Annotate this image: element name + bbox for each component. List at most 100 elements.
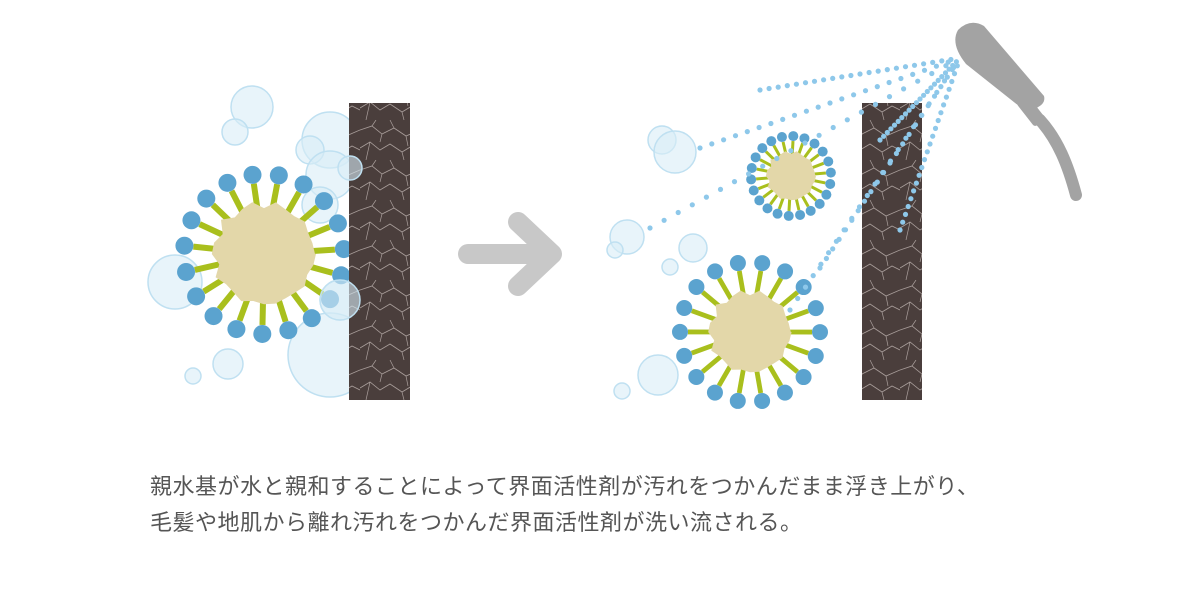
spray-dot <box>949 78 955 85</box>
spray-dot <box>856 204 863 210</box>
spray-dot <box>810 273 816 279</box>
hydrophilic-head <box>762 203 773 214</box>
water-spray-icon <box>647 56 960 313</box>
spray-dot <box>864 192 870 199</box>
hydrophilic-head <box>707 263 724 280</box>
hydrophilic-head <box>823 156 834 167</box>
hydrophilic-head <box>807 300 824 317</box>
spray-dot <box>917 96 923 102</box>
spray-dot <box>911 124 917 130</box>
hydrophilic-head <box>187 287 206 306</box>
spray-dot <box>926 101 932 107</box>
spray-dot <box>905 203 911 210</box>
spray-dot <box>818 261 824 267</box>
hydrophilic-head <box>177 262 196 281</box>
spray-dot <box>830 246 836 252</box>
spray-dot <box>827 100 833 106</box>
water-bubble-icon <box>212 348 244 380</box>
spray-dot <box>886 94 893 100</box>
spray-dot <box>760 163 766 169</box>
spray-dot <box>913 180 920 186</box>
water-bubble-icon <box>637 354 679 396</box>
hydrophilic-head <box>795 209 806 220</box>
spray-dot <box>906 131 912 137</box>
spray-dot <box>851 92 857 98</box>
spray-dot <box>788 148 794 154</box>
micelle-large <box>672 255 828 409</box>
spray-dot <box>732 133 739 139</box>
hydrophilic-head <box>776 384 793 401</box>
spray-dot <box>910 71 916 77</box>
spray-dot <box>942 70 949 76</box>
hydrophilic-head <box>825 167 836 178</box>
spray-dot <box>913 100 920 106</box>
hair-strand-icon <box>349 103 410 400</box>
spray-dot <box>927 141 933 147</box>
hydrophilic-head <box>688 368 705 385</box>
spray-dot <box>929 70 935 77</box>
hydrophilic-head <box>706 384 723 401</box>
hydrophilic-head <box>825 178 836 189</box>
spray-dot <box>868 189 874 195</box>
spray-dot <box>895 147 901 153</box>
water-bubble-icon <box>230 85 274 129</box>
spray-dot <box>803 108 810 114</box>
spray-dot <box>948 56 954 63</box>
spray-dot <box>768 120 774 127</box>
spray-dot <box>746 171 752 177</box>
spray-dot <box>884 67 890 73</box>
hydrophilic-head <box>253 324 272 343</box>
hydrophilic-head <box>754 392 771 409</box>
water-bubble-icon <box>184 367 202 385</box>
spray-dot <box>816 132 822 138</box>
spray-dot <box>795 295 801 302</box>
hydrophilic-head <box>754 195 765 206</box>
spray-dot <box>881 133 887 139</box>
spray-dot <box>950 62 956 69</box>
spray-dot <box>731 179 738 185</box>
spray-dot <box>791 112 798 118</box>
hydrophilic-head <box>676 299 693 316</box>
hydrophilic-head <box>783 210 794 221</box>
spray-dot <box>717 186 724 192</box>
spray-dot <box>848 72 854 79</box>
hydrophilic-head <box>821 189 832 200</box>
shower-head-icon <box>955 22 1082 201</box>
spray-dot <box>780 116 786 122</box>
hydrophilic-head <box>788 131 799 142</box>
spray-dot <box>757 87 763 93</box>
dirt-blob <box>708 290 792 373</box>
spray-dot <box>900 219 906 225</box>
spray-dot <box>924 88 930 95</box>
hydrophilic-head <box>795 369 812 386</box>
spray-dot <box>703 194 710 200</box>
hydrophilic-head <box>799 133 810 144</box>
spray-dot <box>880 169 886 176</box>
spray-dot <box>902 111 909 117</box>
spray-dot <box>802 284 809 290</box>
spray-dot <box>844 117 850 123</box>
hydrophilic-head <box>757 143 768 154</box>
hydrophilic-head <box>227 320 246 339</box>
spray-dot <box>815 104 821 110</box>
hydrophilic-head <box>204 307 223 326</box>
dirt-blob <box>211 202 316 305</box>
spray-dot <box>744 129 750 135</box>
right-bubbles <box>606 125 708 400</box>
hydrophilic-head <box>729 392 746 409</box>
spray-dot <box>921 92 927 98</box>
water-bubble-icon <box>613 382 631 400</box>
left-front-bubbles <box>319 155 363 321</box>
spray-dot <box>916 172 922 178</box>
hydrophilic-head <box>748 185 759 196</box>
hydrophilic-head <box>314 192 333 211</box>
spray-dot <box>899 115 905 121</box>
spray-dot <box>821 77 827 83</box>
spray-dot <box>891 122 898 128</box>
hydrophilic-head <box>175 236 194 255</box>
spray-dot <box>938 84 944 90</box>
hydrophilic-head <box>218 173 237 192</box>
spray-dot <box>826 250 832 256</box>
spray-dot <box>675 209 681 216</box>
hydrophilic-head <box>328 214 347 233</box>
